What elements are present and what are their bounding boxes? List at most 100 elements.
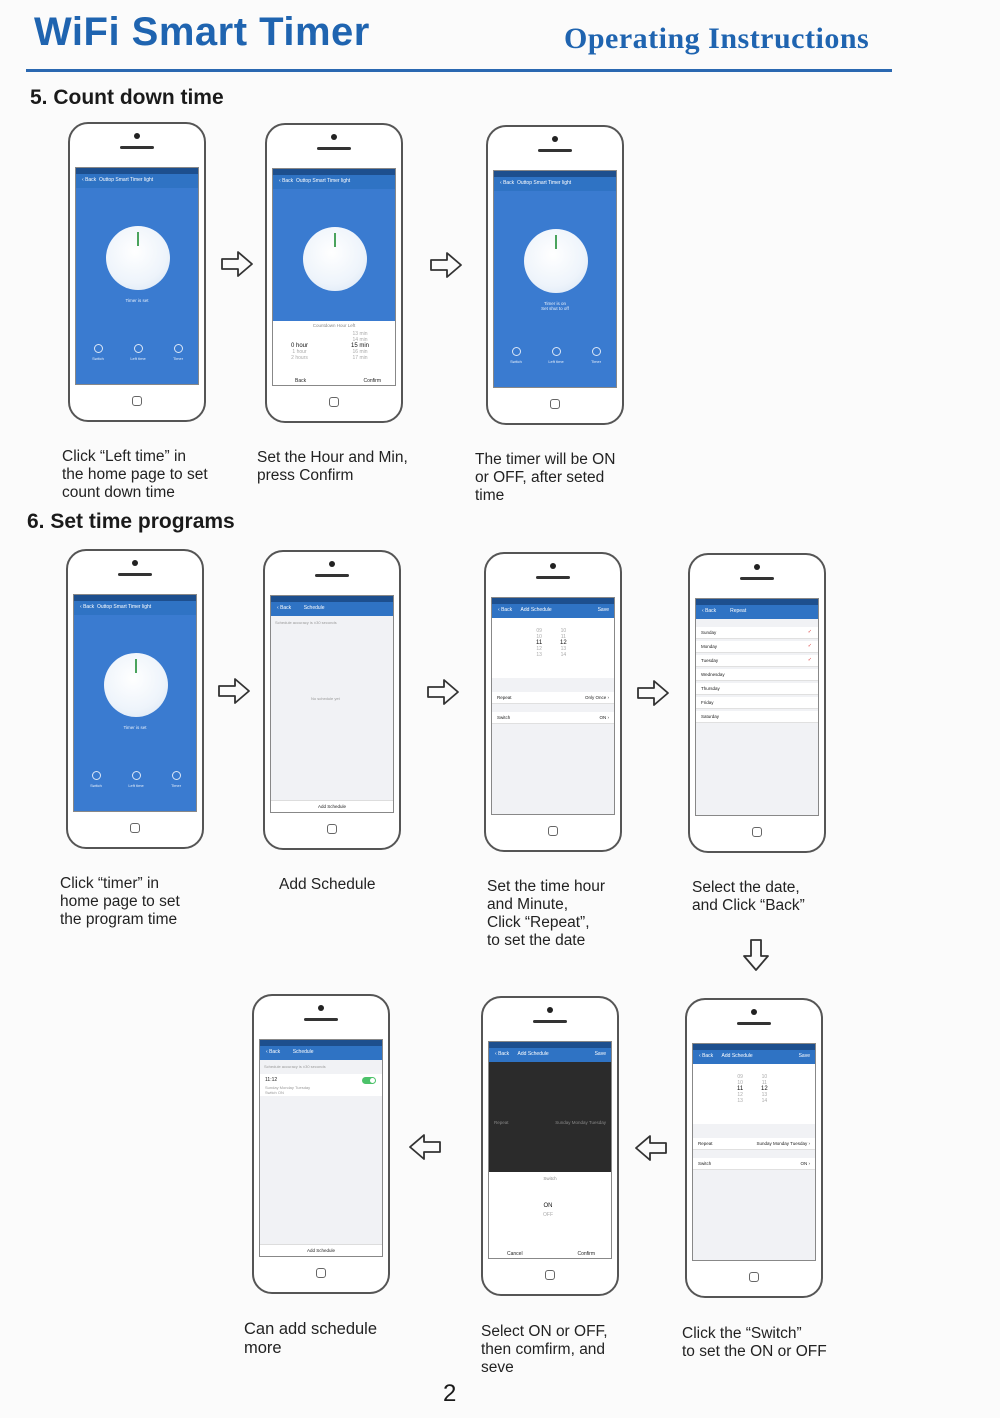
nav-bar: ‹ Back Outtop Smart Timer light [76,174,198,188]
status-bar [260,1040,382,1046]
time-picker[interactable]: 09 10 11 12 13 10 11 12 13 14 [693,1064,815,1124]
arrow-right-icon [426,677,460,707]
left-time-button[interactable]: Left time [541,347,571,364]
app-screen: ‹ Back Outtop Smart Timer light Timer is… [493,170,617,388]
nav-back[interactable]: ‹ Back Add Schedule [498,607,552,613]
speaker-icon [538,149,572,152]
phone-repeat-days: ‹ Back Repeat Sunday✓ Monday✓ Tuesday✓ W… [688,553,826,853]
nav-back[interactable]: ‹ Back Schedule [266,1049,314,1055]
picker-title: Switch [543,1176,557,1181]
nav-bar: ‹ Back Schedule [260,1046,382,1060]
countdown-picker: Countdown Hour Left 0 hour 1 hour 2 hour… [273,321,395,385]
clock-icon [551,347,561,356]
arrow-right-icon [636,678,670,708]
save-button[interactable]: Save [798,1053,810,1059]
schedule-note: Schedule accuracy is ±30 seconds [264,1064,326,1069]
camera-icon [552,136,558,142]
nav-back[interactable]: ‹ Back Schedule [277,605,325,611]
status-bar [76,168,198,174]
dim-overlay: Repeat Sunday Monday Tuesday [489,1062,611,1172]
camera-icon [331,134,337,140]
nav-back[interactable]: ‹ Back Add Schedule [699,1053,753,1059]
home-button [327,824,337,834]
left-time-button[interactable]: Left time [123,344,153,361]
day-wednesday[interactable]: Wednesday [696,669,818,681]
status-bar [693,1044,815,1050]
add-schedule-button[interactable]: Add Schedule [271,800,393,812]
add-schedule-form: 09 10 11 12 13 10 11 12 13 14 Repeat Onl… [492,618,614,814]
nav-bar: ‹ Back Outtop Smart Timer light [74,601,196,615]
repeat-row[interactable]: Repeat Only Once › [492,692,614,704]
day-sunday[interactable]: Sunday✓ [696,627,818,639]
repeat-row[interactable]: Repeat Sunday Monday Tuesday › [693,1138,815,1150]
header-divider [26,69,892,72]
confirm-button[interactable]: Confirm [577,1251,595,1257]
nav-title[interactable]: ‹ Back Outtop Smart Timer light [500,180,572,186]
home-icon-row: Switch Left time Timer [74,771,196,797]
home-button [545,1270,555,1280]
minute-column[interactable]: 13 min 14 min 15 min 16 min 17 min [351,331,370,361]
switch-button[interactable]: Switch [83,344,113,361]
switch-button[interactable]: Switch [501,347,531,364]
nav-bar: ‹ Back Add Schedule Save [693,1050,815,1064]
nav-title[interactable]: ‹ Back Outtop Smart Timer light [82,177,154,183]
time-picker[interactable]: 09 10 11 12 13 10 11 12 13 14 [492,618,614,678]
minute-column[interactable]: 10 11 12 13 14 [761,1074,768,1104]
timer-button[interactable]: Timer [163,344,193,361]
schedule-entry[interactable]: 11:12 Sunday Monday Tuesday Switch ON [260,1074,382,1096]
day-thursday[interactable]: Thursday [696,683,818,695]
timer-button[interactable]: Timer [161,771,191,788]
home-button [329,397,339,407]
page-number: 2 [443,1380,457,1407]
day-friday[interactable]: Friday [696,697,818,709]
nav-title[interactable]: ‹ Back Outtop Smart Timer light [279,178,351,184]
camera-icon [132,560,138,566]
schedule-toggle[interactable] [362,1077,376,1084]
cancel-button[interactable]: Cancel [507,1251,523,1257]
add-schedule-form: 09 10 11 12 13 10 11 12 13 14 Repeat Sun… [693,1064,815,1260]
camera-icon [550,563,556,569]
dial-marker [334,233,336,247]
hour-column[interactable]: 09 10 11 12 13 [536,628,543,658]
hour-column[interactable]: 09 10 11 12 13 [737,1074,744,1104]
arrow-right-icon [217,676,251,706]
day-saturday[interactable]: Saturday [696,711,818,723]
phone-countdown-picker: ‹ Back Outtop Smart Timer light Countdow… [265,123,403,423]
day-monday[interactable]: Monday✓ [696,641,818,653]
app-screen: ‹ Back Outtop Smart Timer light Countdow… [272,168,396,386]
caption-add-more: Can add schedule more [244,1320,378,1357]
speaker-icon [304,1018,338,1021]
day-tuesday[interactable]: Tuesday✓ [696,655,818,667]
hour-column[interactable]: 0 hour 1 hour 2 hours [291,343,309,361]
confirm-button[interactable]: Confirm [363,378,381,384]
phone-countdown-home: ‹ Back Outtop Smart Timer light Timer is… [68,122,206,422]
add-schedule-button[interactable]: Add Schedule [260,1244,382,1256]
minute-column[interactable]: 10 11 12 13 14 [560,628,567,658]
phone-switch-picker: ‹ Back Add Schedule Save Repeat Sunday M… [481,996,619,1296]
arrow-right-icon [429,250,463,280]
switch-row[interactable]: Switch ON › [693,1158,815,1170]
picker-title: Countdown Hour Left [312,323,356,328]
document-title: WiFi Smart Timer [34,10,370,54]
camera-icon [547,1007,553,1013]
switch-button[interactable]: Switch [81,771,111,788]
timer-button[interactable]: Timer [581,347,611,364]
left-time-button[interactable]: Left time [121,771,151,788]
switch-row[interactable]: Switch ON › [492,712,614,724]
save-button[interactable]: Save [594,1051,606,1057]
nav-back[interactable]: ‹ Back Add Schedule [495,1051,549,1057]
check-icon: ✓ [807,629,812,635]
nav-back[interactable]: ‹ Back Repeat [702,608,747,614]
entry-switch: Switch ON [265,1090,284,1095]
save-button[interactable]: Save [597,607,609,613]
back-button[interactable]: Back [295,378,307,384]
caption-left-time: Click “Left time” in the home page to se… [62,448,208,501]
nav-title[interactable]: ‹ Back Outtop Smart Timer light [80,604,152,610]
dial-marker [135,659,137,673]
on-off-column[interactable]: ON OFF [543,1203,553,1218]
check-icon: ✓ [807,643,812,649]
switch-picker: Switch ON OFF Cancel Confirm [489,1172,611,1258]
clock-icon [133,344,143,353]
nav-bar: ‹ Back Add Schedule Save [492,604,614,618]
